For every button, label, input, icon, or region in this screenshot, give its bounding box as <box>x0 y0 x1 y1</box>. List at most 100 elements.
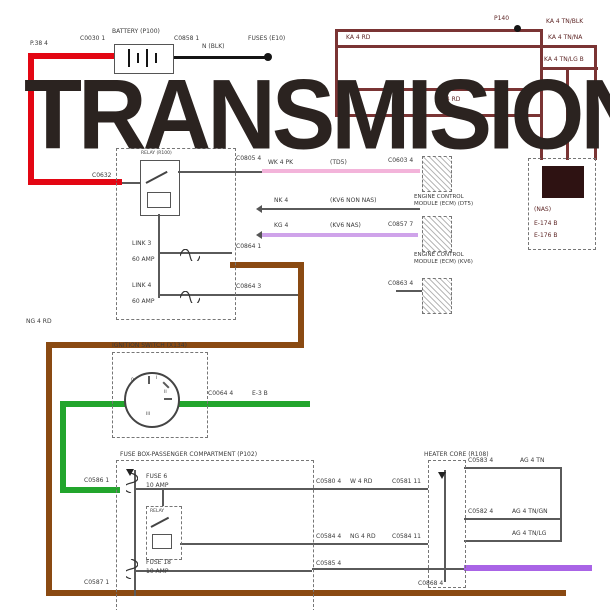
output-wire <box>312 488 428 490</box>
relay-coil-symbol <box>147 192 171 208</box>
output-wire <box>312 568 464 570</box>
ecm-conn3: C0863 4 <box>388 280 414 287</box>
green-wire-segment <box>60 401 310 407</box>
ecm-module1-label: ENGINE CONTROL MODULE (ECM) (DT5) <box>414 194 474 207</box>
ignition-switch-symbol <box>124 372 180 428</box>
black-wire-segment <box>170 56 270 59</box>
ecm-module2-label: ENGINE CONTROL MODULE (ECM) (KV6) <box>414 252 473 265</box>
fuse-box-conn-out3: C0585 4 <box>316 560 342 567</box>
brown-wire-segment <box>46 590 566 596</box>
fuse-box-relay-box <box>146 506 182 560</box>
maroon-bus-segment <box>335 29 338 49</box>
fuse6-name: FUSE 6 <box>146 473 168 480</box>
heater-out1-label: AG 4 TN <box>520 457 545 464</box>
ecm-box-1 <box>422 156 452 192</box>
page-title: TRANSMISION <box>24 59 610 171</box>
kg-wire-note: (KV6 NAS) <box>330 222 361 229</box>
arrow-down-icon <box>438 472 446 479</box>
ignition-position: 0 <box>131 378 134 383</box>
internal-wire <box>122 182 140 184</box>
maroon-bus-segment <box>540 29 543 160</box>
relay-conn-out-top: C0805 4 <box>236 155 262 162</box>
relay-name: RELAY (R100) <box>141 151 172 156</box>
relay-coil-symbol <box>152 534 172 549</box>
battery-plate <box>146 49 148 67</box>
fuse6-rating: 10 AMP <box>146 482 169 489</box>
nas-module-box <box>528 158 596 250</box>
purple-wire-segment <box>464 565 592 571</box>
ecm-conn2: C0857 7 <box>388 221 414 228</box>
ecm-conn1: C0603 4 <box>388 157 414 164</box>
battery-conn-left: C0030 1 <box>80 35 106 42</box>
internal-wire <box>178 171 232 173</box>
battery-plate <box>155 53 157 63</box>
link4-name: LINK 4 <box>132 282 152 289</box>
pink-wire-note: (TD5) <box>330 159 347 166</box>
internal-wire <box>232 294 300 296</box>
internal-wire <box>134 470 136 596</box>
nk-wire <box>262 208 420 210</box>
fuse18-rating: 10 AMP <box>146 568 169 575</box>
bus-edge-label: KA 4 TN/BLK <box>546 18 584 25</box>
internal-wire <box>158 294 232 296</box>
fuse-box-relay-label: RELAY <box>150 509 165 514</box>
ecm-box-2 <box>422 216 452 252</box>
fuse-symbol <box>123 472 141 494</box>
fuse-box-name: FUSE BOX-PASSENGER COMPARTMENT (P102) <box>120 451 258 458</box>
junction-dot <box>264 53 272 61</box>
fuse-box-conn-in: C0586 1 <box>84 477 110 484</box>
green-wire-segment <box>60 401 66 493</box>
internal-wire <box>232 171 262 173</box>
output-wire <box>464 540 562 542</box>
ignition-name: IGNITION SWITCH (X134) <box>112 342 187 349</box>
output-wire <box>464 518 562 520</box>
heater-conn-right2: C0582 4 <box>468 508 494 515</box>
bottom-conn-label: C0868 4 <box>418 580 444 587</box>
bus-edge-label: KA 4 TN/LG B <box>544 56 584 63</box>
out1-wire-label: W 4 RD <box>350 478 373 485</box>
battery-conn-right: C0858 1 <box>174 35 200 42</box>
out2-wire-label: NG 4 RD <box>350 533 376 540</box>
maroon-bus-segment <box>540 67 598 70</box>
maroon-bus-segment <box>335 114 543 117</box>
green-wire-segment <box>60 487 120 493</box>
heater-name: HEATER CORE (R108) <box>424 451 489 458</box>
brown-wire-label: NG 4 RD <box>26 318 52 325</box>
red-wire-segment <box>28 179 122 185</box>
heater-conn-left2: C0584 11 <box>392 533 422 540</box>
maroon-bus-segment <box>335 88 543 91</box>
heater-box <box>428 460 466 588</box>
bus-wire-label-mid: KA 4 RD <box>436 96 461 103</box>
battery-feed-label: P.38 4 <box>30 40 48 47</box>
ignition-tick <box>164 398 172 400</box>
battery-wire-label: N (BLK) <box>202 43 225 50</box>
nas-ref-label: E-174 B <box>534 220 558 227</box>
battery-box <box>114 44 174 74</box>
maroon-bus-segment <box>566 67 569 160</box>
link4-rating: 60 AMP <box>132 298 155 305</box>
battery-dest-label: FUSES (E10) <box>248 35 286 42</box>
fuse18-name: FUSE 18 <box>146 559 171 566</box>
red-wire-segment <box>28 53 34 185</box>
relay-symbol-box <box>140 160 180 216</box>
red-wire-segment <box>28 53 120 59</box>
output-wire <box>560 467 562 542</box>
output-wire <box>464 467 562 469</box>
nas-ref-label: E-176 B <box>534 232 558 239</box>
heater-conn-left1: C0581 11 <box>392 478 422 485</box>
ignition-position: II <box>164 390 167 395</box>
nk-wire-note: (KV6 NON NAS) <box>330 197 377 204</box>
junction-label: P140 <box>494 15 510 22</box>
internal-wire <box>444 470 446 582</box>
violet-wire <box>262 233 418 237</box>
link3-name: LINK 3 <box>132 240 152 247</box>
fuse-symbol <box>123 558 141 580</box>
internal-wire <box>180 543 312 545</box>
nas-module-fill <box>542 166 584 198</box>
arrow-down-icon <box>126 469 134 476</box>
maroon-bus-segment <box>335 45 338 117</box>
maroon-bus-segment <box>594 45 597 160</box>
fuse-box-conn-out1: C0580 4 <box>316 478 342 485</box>
fusible-link-symbol <box>179 246 201 264</box>
